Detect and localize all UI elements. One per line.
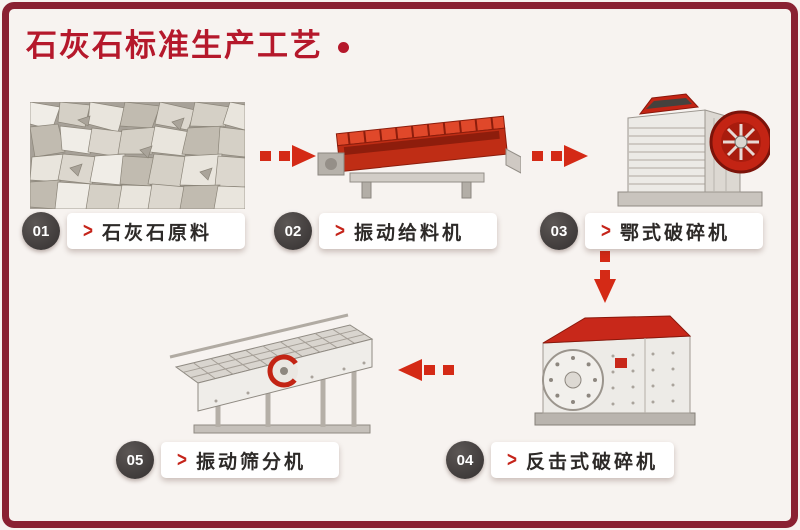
step-05: 05 > 振动筛分机: [116, 441, 339, 479]
flow-arrow-left-icon: [396, 357, 458, 383]
jaw-crusher-image: [610, 80, 770, 215]
chevron-right-icon: >: [601, 218, 611, 243]
step-bubble: > 振动给料机: [319, 213, 497, 249]
flow-arrow-down-icon: [592, 247, 618, 305]
step-label: 振动筛分机: [195, 451, 306, 473]
impact-crusher-image: [515, 298, 715, 433]
step-label: 鄂式破碎机: [619, 222, 730, 244]
step-01: 01 > 石灰石原料: [22, 212, 245, 250]
step-label: 振动给料机: [353, 222, 464, 244]
chevron-right-icon: >: [177, 447, 187, 472]
chevron-right-icon: >: [335, 218, 345, 243]
step-bubble: > 振动筛分机: [161, 442, 339, 478]
flow-arrow-right-icon: [528, 143, 590, 169]
chevron-right-icon: >: [83, 218, 93, 243]
step-04: 04 > 反击式破碎机: [446, 441, 674, 479]
step-label: 石灰石原料: [101, 222, 212, 244]
step-number-badge: 04: [446, 441, 484, 479]
step-number-badge: 05: [116, 441, 154, 479]
step-bubble: > 石灰石原料: [67, 213, 245, 249]
step-label: 反击式破碎机: [525, 451, 658, 473]
page-title: 石灰石标准生产工艺: [26, 28, 323, 64]
step-03: 03 > 鄂式破碎机: [540, 212, 763, 250]
step-number-badge: 03: [540, 212, 578, 250]
limestone-raw-material-image: [30, 102, 245, 209]
flow-arrow-right-icon: [256, 143, 318, 169]
step-number-badge: 02: [274, 212, 312, 250]
step-bubble: > 反击式破碎机: [491, 442, 674, 478]
title-dot-icon: [338, 42, 349, 53]
vibrating-screen-image: [158, 305, 383, 440]
step-02: 02 > 振动给料机: [274, 212, 497, 250]
step-number-badge: 01: [22, 212, 60, 250]
vibrating-feeder-image: [316, 105, 521, 205]
step-bubble: > 鄂式破碎机: [585, 213, 763, 249]
chevron-right-icon: >: [507, 447, 517, 472]
